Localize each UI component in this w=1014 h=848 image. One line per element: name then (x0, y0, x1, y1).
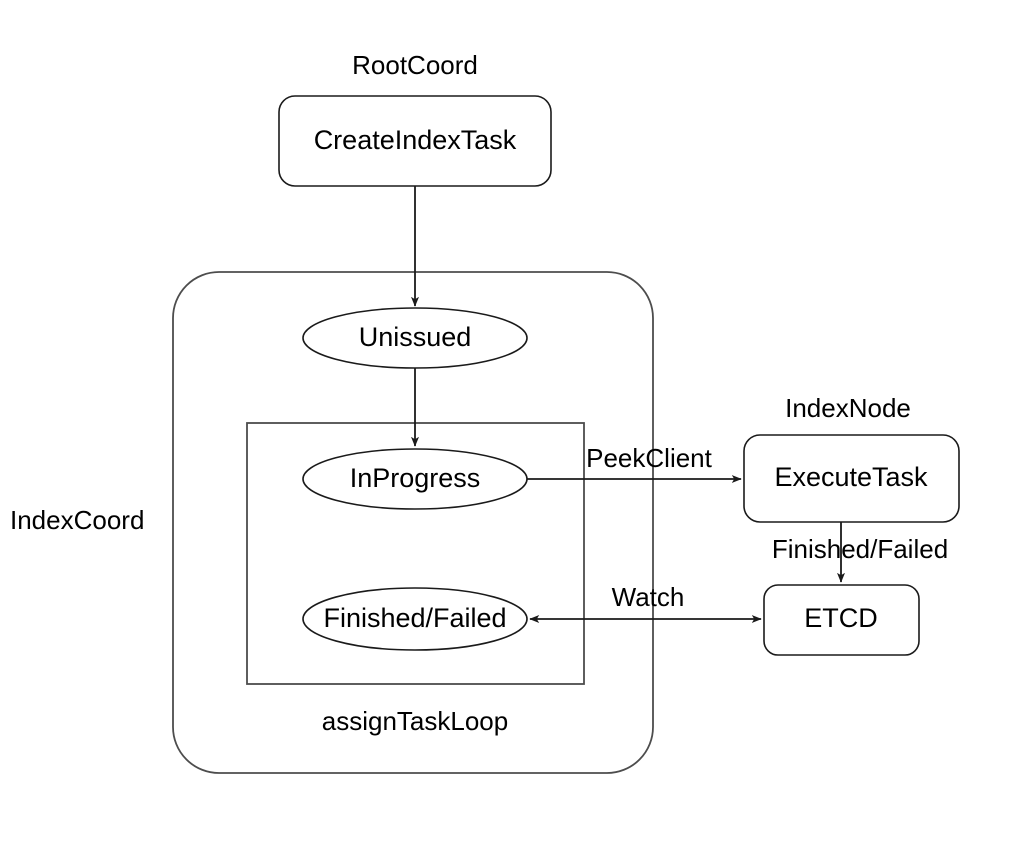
edge-etcd-to-finishedfailed: Watch (529, 582, 762, 623)
node-create-index-task[interactable]: CreateIndexTask (278, 95, 552, 187)
node-unissued[interactable]: Unissued (302, 307, 528, 369)
group-indexnode: IndexNode (785, 393, 911, 423)
edge-label-finished-failed: Finished/Failed (772, 534, 948, 564)
etcd-label: ETCD (804, 603, 878, 633)
edge-inprogress-to-executetask: PeekClient (527, 443, 742, 483)
group-indexcoord[interactable]: IndexCoord (10, 271, 654, 774)
etcd-shape (763, 584, 920, 656)
node-inprogress[interactable]: InProgress (302, 448, 528, 510)
finished-failed-state-label: Finished/Failed (323, 603, 506, 633)
edge-executetask-to-etcd: Finished/Failed (772, 522, 948, 583)
node-finished-failed-state[interactable]: Finished/Failed (302, 587, 528, 651)
unissued-label: Unissued (359, 322, 472, 352)
group-rootcoord: RootCoord (352, 50, 478, 80)
inprogress-label: InProgress (350, 463, 481, 493)
indexcoord-label: IndexCoord (10, 505, 144, 535)
edge-label-peekclient: PeekClient (586, 443, 713, 473)
create-index-task-shape (278, 95, 552, 187)
edge-label-watch: Watch (612, 582, 685, 612)
rootcoord-label: RootCoord (352, 50, 478, 80)
indexcoord-container-outline (172, 271, 654, 774)
node-etcd[interactable]: ETCD (763, 584, 920, 656)
execute-task-shape (743, 434, 960, 523)
finished-failed-state-shape (302, 587, 528, 651)
execute-task-label: ExecuteTask (774, 462, 928, 492)
create-index-task-label: CreateIndexTask (314, 125, 517, 155)
indexnode-label: IndexNode (785, 393, 911, 423)
assigntaskloop-label: assignTaskLoop (322, 706, 508, 736)
inprogress-shape (302, 448, 528, 510)
node-execute-task[interactable]: ExecuteTask (743, 434, 960, 523)
unissued-shape (302, 307, 528, 369)
